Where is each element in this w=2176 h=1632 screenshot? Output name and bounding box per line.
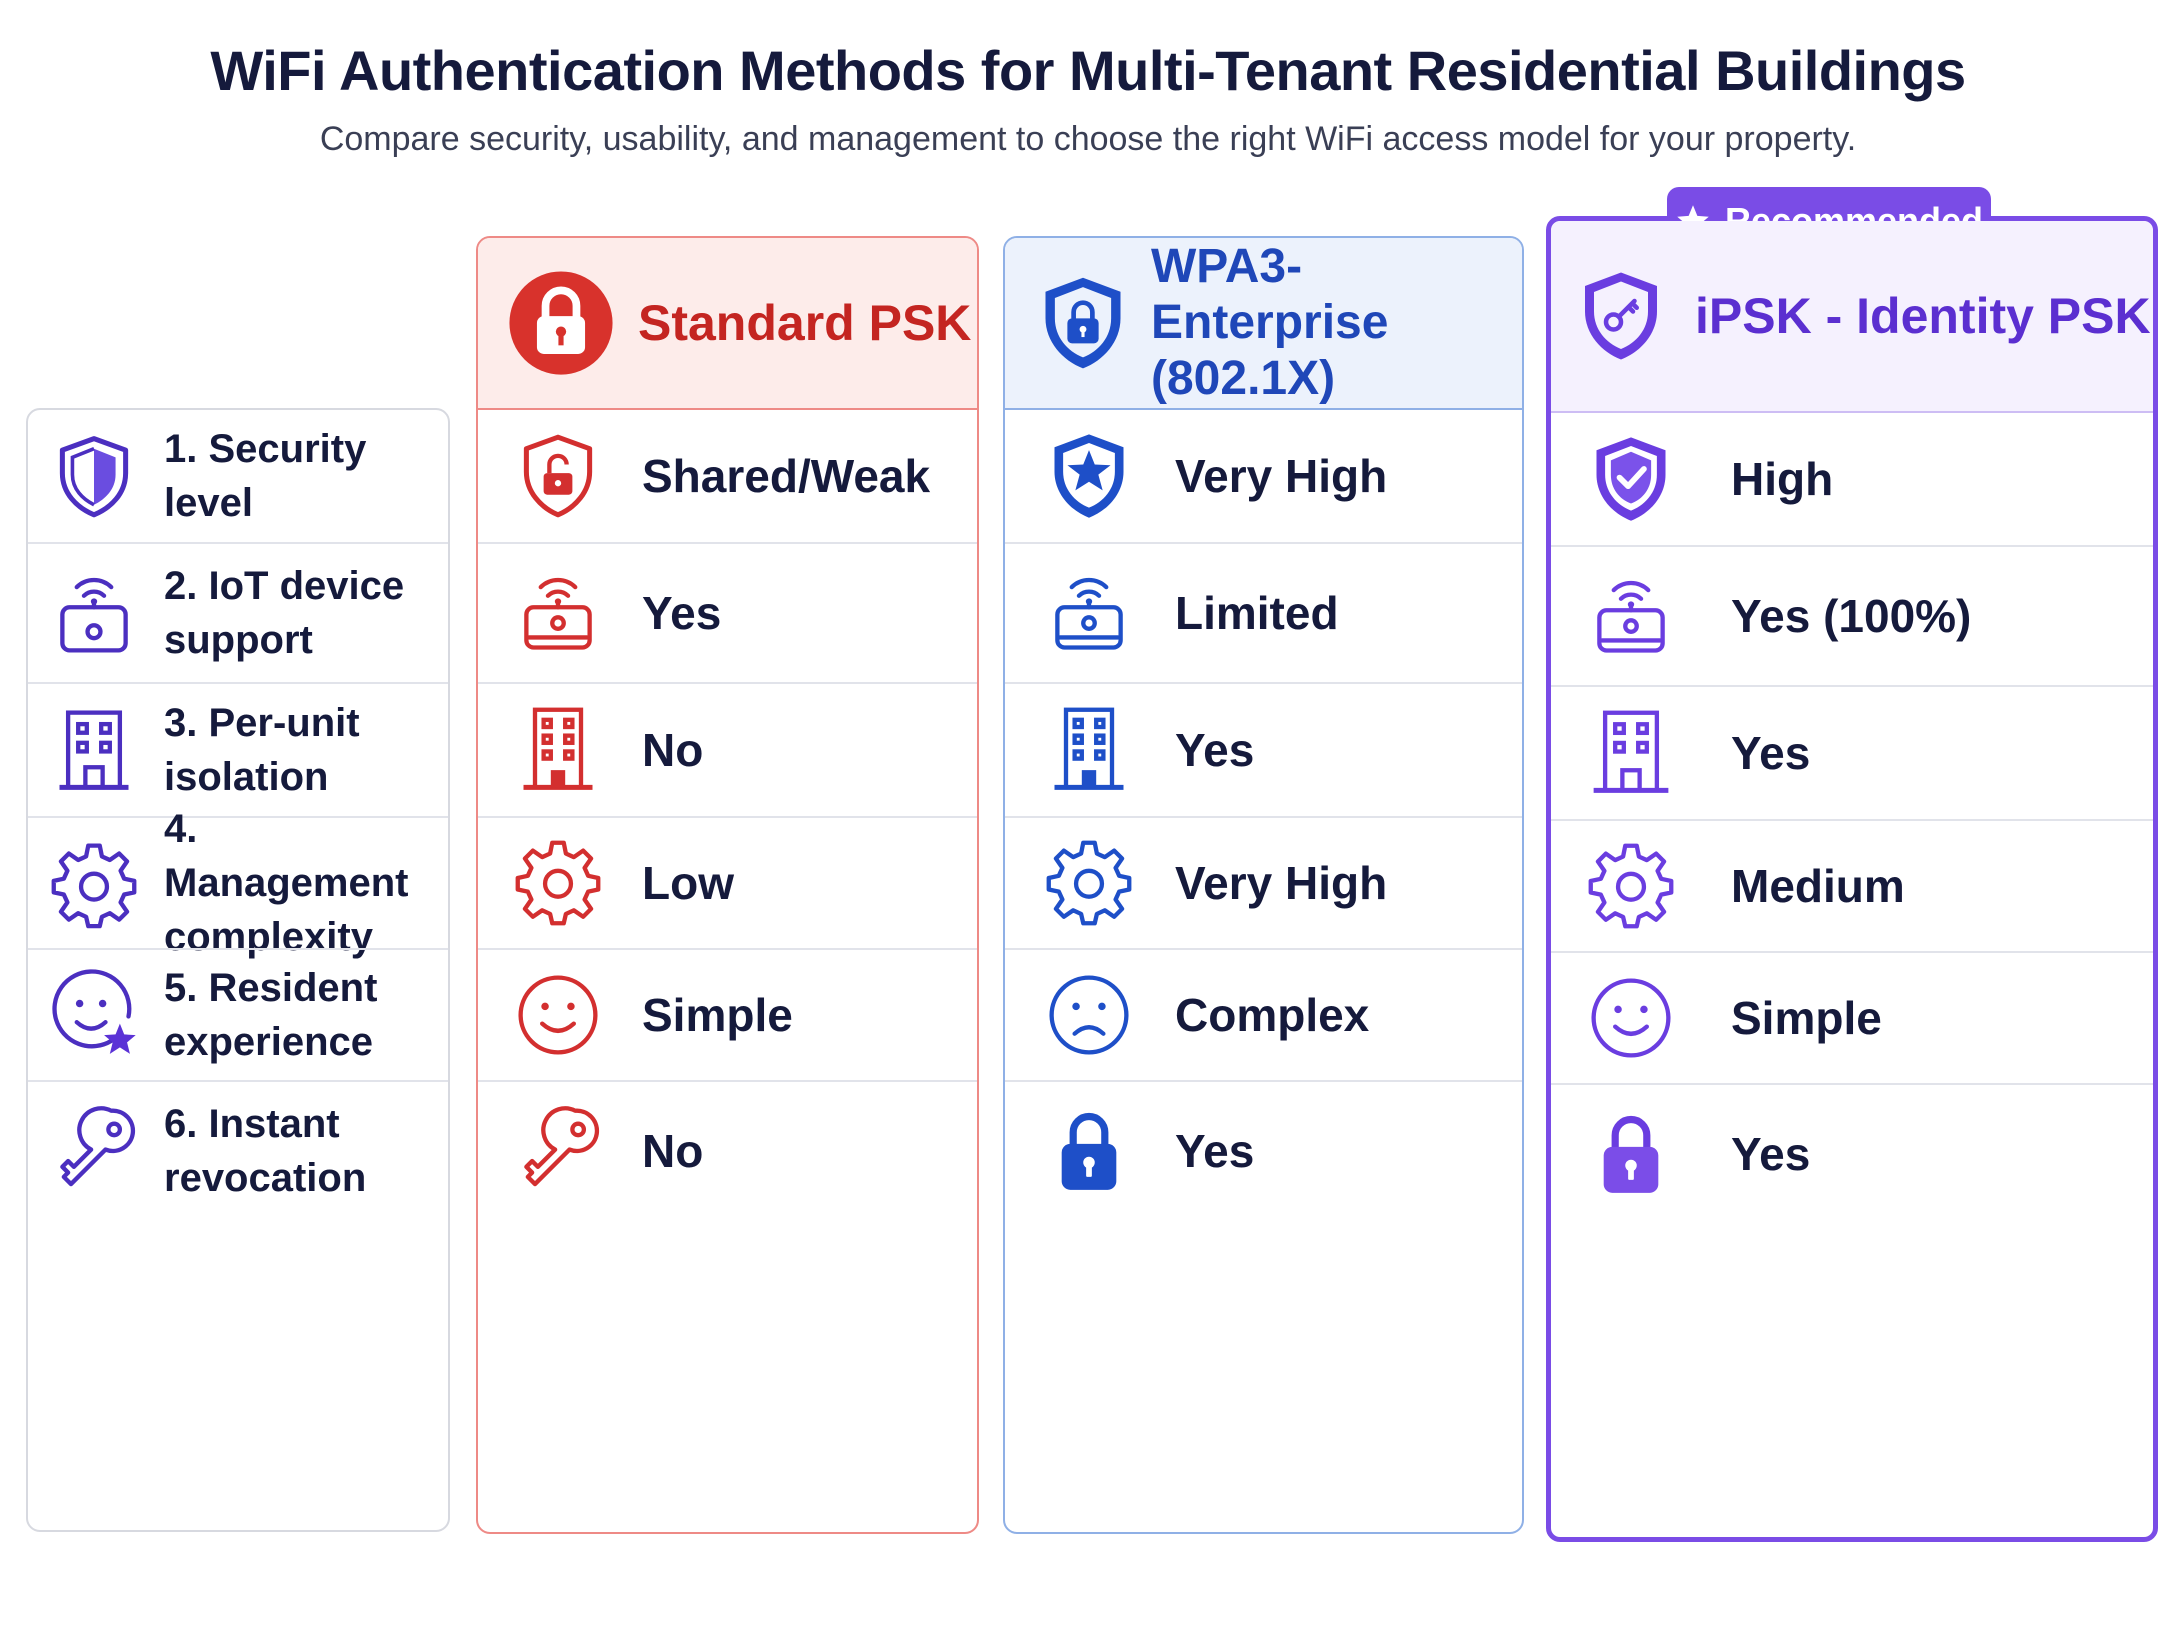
value-row-management: Medium xyxy=(1551,819,2153,951)
criteria-label: support xyxy=(164,618,313,662)
key-icon xyxy=(60,1106,136,1187)
value-row-isolation: Yes xyxy=(1005,682,1522,816)
criteria-label: experience xyxy=(164,1020,374,1064)
building-icon xyxy=(59,710,129,790)
criteria-label: 3. Per-unit xyxy=(164,701,360,745)
iot-device-icon xyxy=(60,577,128,653)
shield-star-icon xyxy=(1054,434,1124,518)
value-row-management: Very High xyxy=(1005,816,1522,948)
value-label: Medium xyxy=(1731,860,1905,912)
lock-circle-icon xyxy=(509,271,613,375)
frown-icon xyxy=(1049,975,1129,1055)
shield-half-icon xyxy=(59,436,129,518)
column-standard-psk: Standard PSK Shared/Weak Yes xyxy=(476,236,979,1534)
criteria-label: revocation xyxy=(164,1156,367,1200)
value-row-experience: Simple xyxy=(1551,951,2153,1083)
value-row-security: Very High xyxy=(1005,410,1522,542)
value-label: Yes xyxy=(1175,724,1255,776)
criteria-column: 1. Security level 2. IoT device support xyxy=(26,408,450,1532)
shield-lock-icon xyxy=(1045,277,1121,369)
value-label: Limited xyxy=(1175,587,1339,639)
column-title: WPA3-Enterprise xyxy=(1151,240,1389,349)
value-label: High xyxy=(1731,453,1834,505)
value-row-revocation: No xyxy=(478,1080,977,1220)
value-row-security: Shared/Weak xyxy=(478,410,977,542)
column-wpa3-enterprise: WPA3-Enterprise (802.1X) Very High Limit… xyxy=(1003,236,1524,1534)
value-row-iot: Yes xyxy=(478,542,977,682)
key-icon xyxy=(524,1106,600,1187)
column-header-wpa3-enterprise: WPA3-Enterprise (802.1X) xyxy=(1005,238,1522,410)
building-icon xyxy=(523,707,593,790)
column-header-ipsk: iPSK - Identity PSK xyxy=(1551,221,2153,413)
smiley-icon xyxy=(518,975,598,1055)
criteria-label: complexity xyxy=(164,915,373,959)
value-label: Yes xyxy=(1731,1128,1811,1180)
column-ipsk: Recommended iPSK - Identity PSK High xyxy=(1546,187,2158,1542)
criteria-row-isolation: 3. Per-unit isolation xyxy=(28,682,448,816)
value-label: Yes xyxy=(642,587,722,639)
criteria-label: 2. IoT device xyxy=(164,564,405,608)
gear-icon xyxy=(1046,840,1132,926)
smiley-icon xyxy=(1591,978,1671,1058)
criteria-row-iot: 2. IoT device support xyxy=(28,542,448,682)
value-row-experience: Complex xyxy=(1005,948,1522,1080)
value-row-security: High xyxy=(1551,413,2153,545)
iot-device-icon xyxy=(1597,580,1665,653)
criteria-row-management: 4. Management complexity xyxy=(28,807,448,959)
criteria-row-experience: 5. Resident experience xyxy=(28,948,448,1080)
value-row-isolation: No xyxy=(478,682,977,816)
value-label: Yes (100%) xyxy=(1731,590,1972,642)
padlock-icon xyxy=(1603,1115,1659,1193)
value-label: Very High xyxy=(1175,450,1388,502)
value-label: Yes xyxy=(1731,727,1811,779)
shield-key-icon xyxy=(1585,272,1657,360)
smiley-star-icon xyxy=(52,969,136,1054)
column-title: iPSK - Identity PSK xyxy=(1695,288,2151,344)
column-title-line2: (802.1X) xyxy=(1151,352,1336,405)
shield-unlock-icon xyxy=(523,434,593,518)
value-label: Low xyxy=(642,857,734,909)
criteria-label: isolation xyxy=(164,755,329,799)
value-row-management: Low xyxy=(478,816,977,948)
value-label: No xyxy=(642,1125,704,1177)
value-label: No xyxy=(642,724,704,776)
page-subtitle: Compare security, usability, and managem… xyxy=(319,120,1857,158)
padlock-icon xyxy=(1061,1112,1117,1190)
criteria-label: 5. Resident xyxy=(164,966,378,1010)
value-row-revocation: Yes xyxy=(1005,1080,1522,1220)
criteria-label: 1. Security level xyxy=(164,427,367,525)
value-label: Complex xyxy=(1175,989,1370,1041)
iot-device-icon xyxy=(524,577,592,650)
value-row-iot: Limited xyxy=(1005,542,1522,682)
criteria-row-revocation: 6. Instant revocation xyxy=(28,1080,448,1220)
value-label: Simple xyxy=(642,989,793,1041)
iot-device-icon xyxy=(1055,577,1123,650)
value-row-iot: Yes (100%) xyxy=(1551,545,2153,685)
value-label: Yes xyxy=(1175,1125,1255,1177)
criteria-label: 6. Instant xyxy=(164,1102,340,1146)
value-label: Very High xyxy=(1175,857,1388,909)
criteria-label: 4. Management xyxy=(164,807,409,905)
gear-icon xyxy=(515,840,601,926)
shield-check-icon xyxy=(1596,437,1666,521)
column-header-standard-psk: Standard PSK xyxy=(478,238,977,410)
gear-icon xyxy=(1588,843,1674,929)
value-label: Shared/Weak xyxy=(642,450,931,502)
criteria-row-security: 1. Security level xyxy=(28,410,448,542)
value-row-isolation: Yes xyxy=(1551,685,2153,819)
building-icon xyxy=(1054,707,1124,790)
page-title: WiFi Authentication Methods for Multi-Te… xyxy=(210,39,1966,102)
value-row-experience: Simple xyxy=(478,948,977,1080)
gear-icon xyxy=(51,843,137,929)
building-icon xyxy=(1593,710,1669,793)
value-row-revocation: Yes xyxy=(1551,1083,2153,1223)
column-title: Standard PSK xyxy=(638,295,972,351)
value-label: Simple xyxy=(1731,992,1882,1044)
